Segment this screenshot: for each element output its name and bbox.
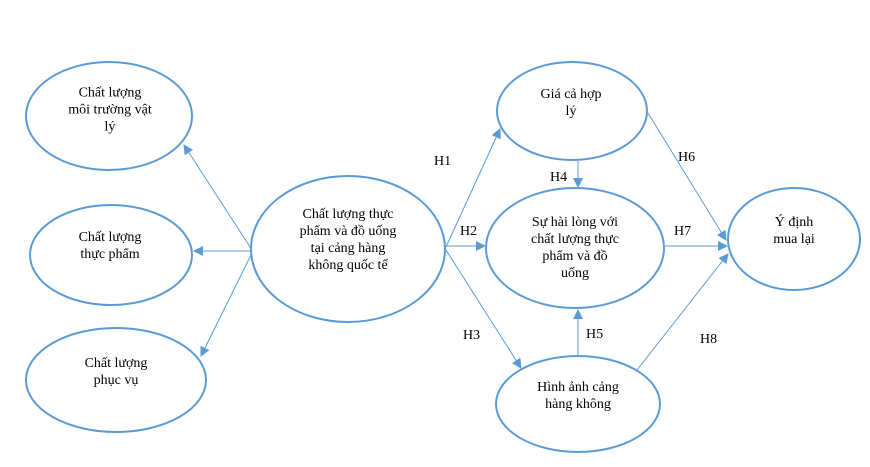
node-repurchase: Ý định mua lại <box>773 214 815 248</box>
node-airport-image: Hình ảnh cảng hàng không <box>537 379 619 413</box>
node-label-line: uống <box>560 266 589 281</box>
node-label-line: Giá cả hợp <box>540 87 602 102</box>
node-label-line: mua lại <box>773 232 815 247</box>
node-label-line: phục vụ <box>93 373 139 388</box>
node-fair-price: Giá cả hợp lý <box>540 86 601 120</box>
ellipse-physical-env <box>25 61 193 171</box>
label-h7: H7 <box>674 224 692 239</box>
node-label-line: phẩm và đồ uống <box>299 224 397 239</box>
node-physical-env: Chất lượng môi trường vật lý <box>68 85 151 136</box>
node-label-line: tại cảng hàng <box>310 241 386 256</box>
arrow-h3 <box>445 249 522 369</box>
node-food-quality: Chất lượng thực phẩm <box>79 229 142 263</box>
node-label-line: chất lượng thực <box>531 232 619 247</box>
node-label-line: phẩm và đồ <box>542 249 608 264</box>
node-label-line: Sự hài lòng với <box>531 215 619 230</box>
label-h3: H3 <box>463 328 481 343</box>
ellipse-food-quality <box>29 204 193 306</box>
node-label-line: lý <box>104 119 116 135</box>
label-h6: H6 <box>678 150 696 165</box>
ellipse-satisfaction <box>485 187 665 309</box>
label-h5: H5 <box>586 327 604 342</box>
label-h4: H4 <box>550 170 568 185</box>
node-label-line: Chất lượng <box>84 356 148 371</box>
ellipse-repurchase <box>727 187 861 291</box>
node-label-line: Hình ảnh cảng <box>537 380 619 395</box>
node-label-line: hàng không <box>545 397 611 412</box>
label-h2: H2 <box>460 224 478 239</box>
node-label-line: lý <box>565 104 577 119</box>
label-h1: H1 <box>434 154 452 169</box>
node-fnb-quality: Chất lượng thực phẩm và đồ uống tại cảng… <box>300 206 397 274</box>
label-h8: H8 <box>700 332 718 347</box>
node-satisfaction: Sự hài lòng với chất lượng thực phẩm và … <box>531 214 619 282</box>
node-service-quality: Chất lượng phục vụ <box>85 355 148 389</box>
node-label-line: thực phẩm <box>80 247 140 262</box>
node-label-line: Ý định <box>774 215 814 230</box>
arrow-to-physical-env <box>183 144 253 251</box>
arrow-h1 <box>445 128 501 248</box>
node-label-line: không quốc tế <box>308 258 388 273</box>
node-label-line: Chất lượng <box>78 230 142 245</box>
arrow-h8 <box>636 253 729 371</box>
node-label-line: môi trường vật <box>68 102 152 118</box>
node-label-line: Chất lượng thực <box>302 207 394 222</box>
ellipse-service-quality <box>25 327 207 433</box>
ellipse-fair-price <box>496 61 648 161</box>
arrow-to-service-quality <box>200 254 252 357</box>
node-label-line: Chất lượng <box>78 85 142 101</box>
arrow-h6 <box>647 112 727 241</box>
